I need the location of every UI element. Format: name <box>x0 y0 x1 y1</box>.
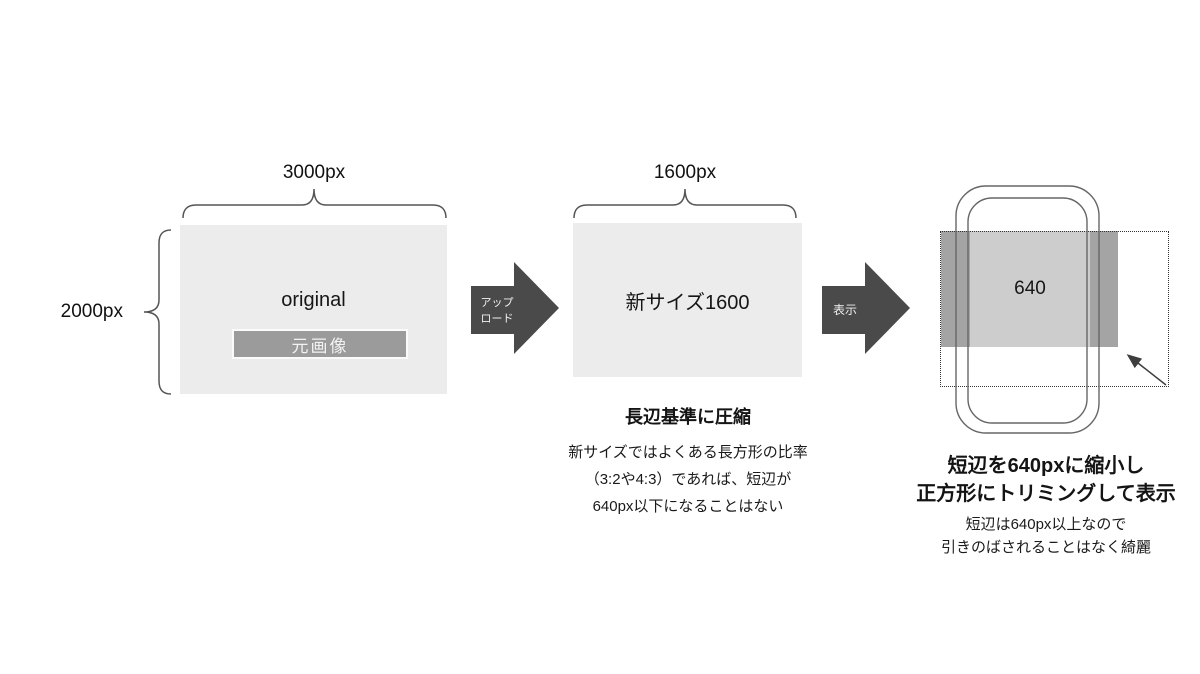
resized-image-label: 新サイズ1600 <box>625 291 750 314</box>
display-caption-title-line2: 正方形にトリミングして表示 <box>916 483 1176 505</box>
original-image-box: original 元画像 <box>180 225 447 394</box>
display-caption-line: 引きのばされることはなく綺麗 <box>940 539 1151 556</box>
brace-1600px <box>573 188 797 219</box>
display-caption-line: 短辺は640px以上なので <box>965 516 1127 533</box>
brace-2000px <box>143 229 172 395</box>
original-image-label: original <box>281 289 346 311</box>
display-caption-title-line1: 短辺を640pxに縮小し <box>947 455 1145 477</box>
original-width-label: 3000px <box>282 162 346 183</box>
display-arrow-label: 表示 <box>832 303 857 317</box>
upload-arrow-label-line1: アップ <box>480 297 514 309</box>
resize-caption-line: 640px以下になることはない <box>592 498 784 515</box>
brace-3000px <box>182 188 447 219</box>
upload-arrow-label-line2: ロード <box>480 313 514 325</box>
resized-width-label: 1600px <box>653 162 717 183</box>
upload-arrow-label: アップ ロード <box>468 295 526 327</box>
full-image-dotted-outline <box>940 231 1169 387</box>
original-image-tag: 元画像 <box>232 329 408 359</box>
display-caption: 短辺を640pxに縮小し 正方形にトリミングして表示 短辺は640px以上なので… <box>896 452 1196 559</box>
resize-caption-line: 新サイズではよくある長方形の比率 <box>568 444 808 461</box>
resized-image-box: 新サイズ1600 <box>573 223 802 377</box>
resize-caption: 長辺基準に圧縮 新サイズではよくある長方形の比率 （3:2や4:3）であれば、短… <box>538 405 838 520</box>
resize-caption-line: （3:2や4:3）であれば、短辺が <box>584 471 792 488</box>
resize-caption-title: 長辺基準に圧縮 <box>625 407 751 427</box>
original-height-label: 2000px <box>60 301 123 322</box>
